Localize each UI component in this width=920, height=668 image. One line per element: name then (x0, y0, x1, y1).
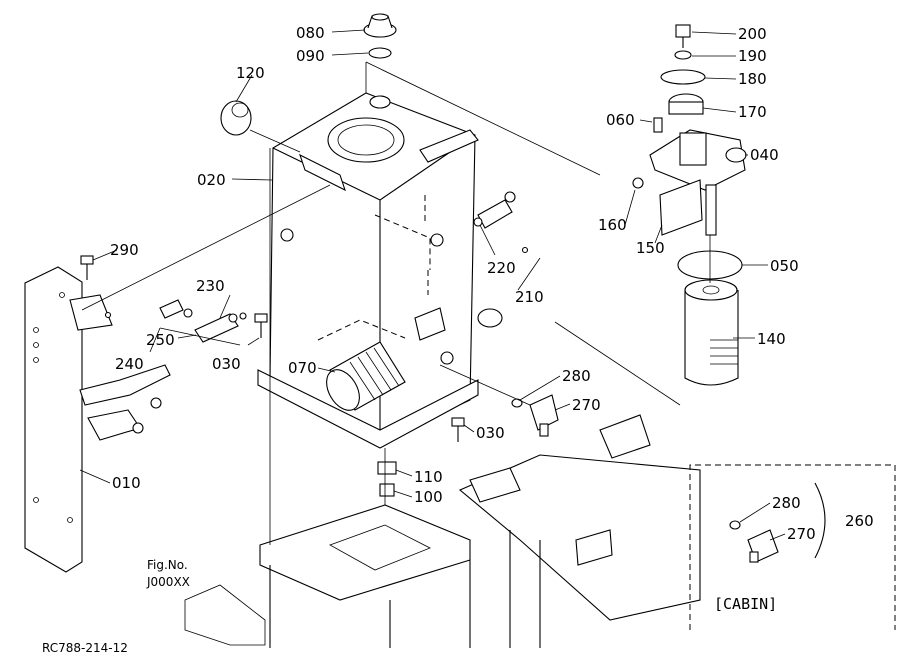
label-200: 200 (738, 25, 767, 43)
label-140: 140 (757, 330, 786, 348)
label-030-left: 030 (212, 355, 241, 373)
label-080: 080 (296, 24, 325, 42)
label-040: 040 (750, 146, 779, 164)
label-230: 230 (196, 277, 225, 295)
bolt-030-right (451, 417, 465, 442)
bolt-030-left (254, 313, 268, 338)
label-050: 050 (770, 257, 799, 275)
hydraulic-tank (257, 92, 503, 449)
nut-110 (377, 461, 397, 475)
fig-ref-line1: Fig.No. (147, 558, 188, 572)
hose-fitting-right (473, 191, 529, 254)
hose-fitting-left (104, 299, 247, 343)
chassis-frame (184, 414, 701, 648)
label-030-right: 030 (476, 424, 505, 442)
label-100: 100 (414, 488, 443, 506)
label-060: 060 (606, 111, 635, 129)
breather-plug (220, 100, 252, 136)
part-labels: 080 090 120 020 290 230 250 240 030 070 … (110, 24, 874, 543)
label-020: 020 (197, 171, 226, 189)
filler-cap (363, 13, 397, 38)
return-filter-head (632, 24, 747, 236)
label-120: 120 (236, 64, 265, 82)
side-frame-plate (24, 266, 171, 573)
label-270-cabin: 270 (787, 525, 816, 543)
filter-element (684, 279, 739, 386)
label-170: 170 (738, 103, 767, 121)
suction-strainer (326, 341, 406, 411)
elbow-fitting-270 (511, 394, 559, 437)
label-260: 260 (845, 512, 874, 530)
assembly-lines (81, 61, 711, 545)
label-010: 010 (112, 474, 141, 492)
label-160: 160 (598, 216, 627, 234)
label-250: 250 (146, 331, 175, 349)
label-280: 280 (562, 367, 591, 385)
drawing-code: RC788-214-12 (42, 641, 128, 655)
cabin-detail (689, 464, 896, 630)
label-180: 180 (738, 70, 767, 88)
label-070: 070 (288, 359, 317, 377)
fig-ref-line2: J000XX (146, 575, 190, 589)
label-280-cabin: 280 (772, 494, 801, 512)
label-220: 220 (487, 259, 516, 277)
leader-lines (79, 29, 786, 541)
label-110: 110 (414, 468, 443, 486)
label-150: 150 (636, 239, 665, 257)
label-270: 270 (572, 396, 601, 414)
o-ring-090 (368, 47, 392, 59)
label-290: 290 (110, 241, 139, 259)
label-090: 090 (296, 47, 325, 65)
label-190: 190 (738, 47, 767, 65)
label-240: 240 (115, 355, 144, 373)
nut-100 (379, 483, 395, 497)
bolt-290 (80, 255, 94, 280)
cabin-label: [CABIN] (714, 595, 777, 613)
label-210: 210 (515, 288, 544, 306)
